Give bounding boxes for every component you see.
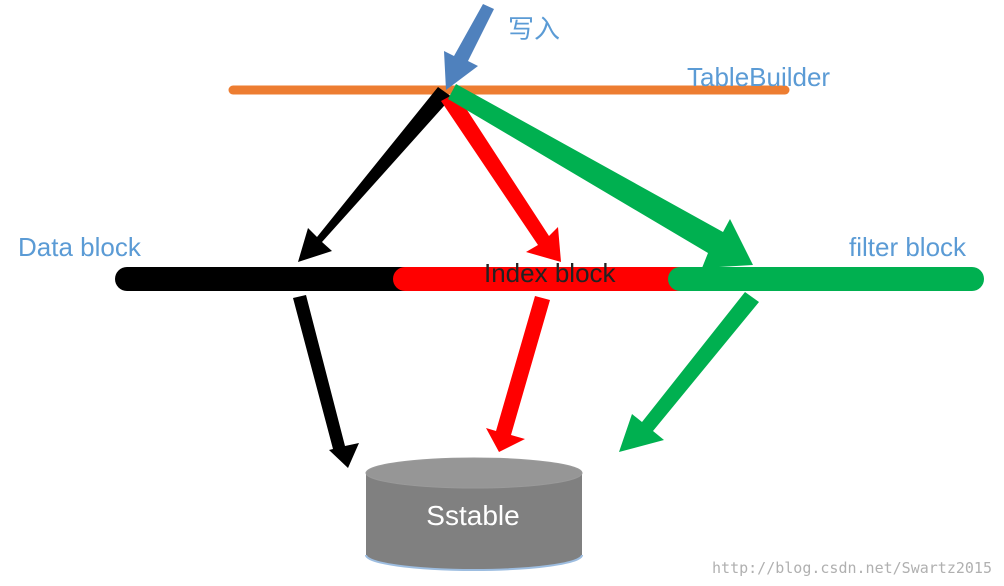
- sstable-label: Sstable: [426, 500, 519, 531]
- data-to-sstable-arrow: [293, 295, 359, 468]
- filter-block-label: filter block: [849, 232, 967, 262]
- write-label: 写入: [508, 14, 560, 44]
- index-to-sstable-arrow: [486, 296, 550, 452]
- table-builder-label: TableBuilder: [687, 62, 830, 92]
- index-write-arrow: [441, 93, 561, 262]
- filter-to-sstable-arrow: [619, 292, 759, 452]
- write-arrow: [444, 4, 494, 90]
- sstable-cylinder: [365, 457, 583, 571]
- data-write-arrow: [298, 87, 452, 262]
- filter-write-arrow: [448, 84, 753, 268]
- data-block-label: Data block: [18, 232, 142, 262]
- watermark: http://blog.csdn.net/Swartz2015: [712, 559, 992, 577]
- index-block-label: Index block: [484, 258, 617, 288]
